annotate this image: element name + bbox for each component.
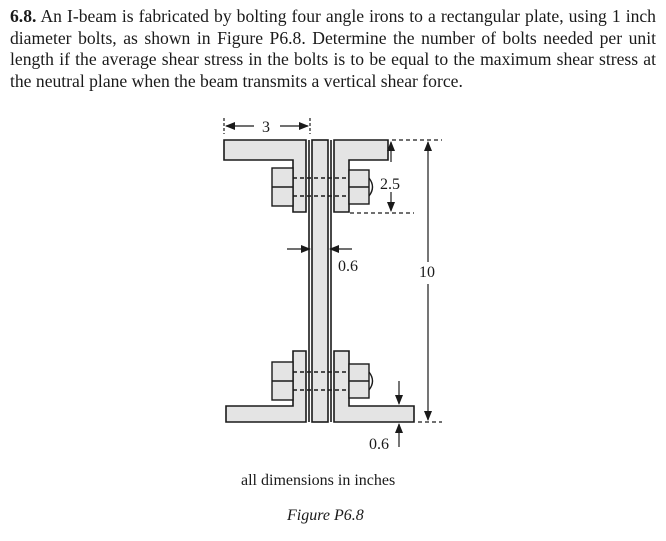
problem-number: 6.8. <box>10 6 37 26</box>
bolt-top <box>271 167 374 207</box>
ibeam-drawing: 3 2.5 0.6 10 0.6 all dimensions in inche… <box>223 118 442 524</box>
dim-flange-width <box>223 118 311 134</box>
beam-body <box>223 139 415 423</box>
web-plate <box>311 139 329 423</box>
angle-iron-top-left <box>223 139 307 213</box>
dim-bolt-spacing-label: 2.5 <box>380 176 400 193</box>
problem-statement: 6.8. An I-beam is fabricated by bolting … <box>10 6 656 92</box>
problem-text: An I-beam is fabricated by bolting four … <box>10 6 656 91</box>
dim-flange-width-label: 3 <box>262 119 270 136</box>
dim-height-label: 10 <box>419 264 435 281</box>
dim-bolt-spacing <box>350 141 414 214</box>
angle-iron-bottom-left <box>225 350 307 423</box>
angle-iron-top-right <box>333 139 389 213</box>
angle-iron-bottom-right <box>333 350 415 423</box>
dim-web-thickness-label: 0.6 <box>338 258 358 275</box>
bolt-bottom <box>271 361 374 401</box>
dim-height <box>392 139 442 423</box>
figure-p6-8: 3 2.5 0.6 10 0.6 all dimensions in inche… <box>0 112 666 536</box>
units-note: all dimensions in inches <box>241 472 395 489</box>
dim-flange-thickness-label: 0.6 <box>369 436 389 453</box>
figure-caption: Figure P6.8 <box>286 507 364 524</box>
